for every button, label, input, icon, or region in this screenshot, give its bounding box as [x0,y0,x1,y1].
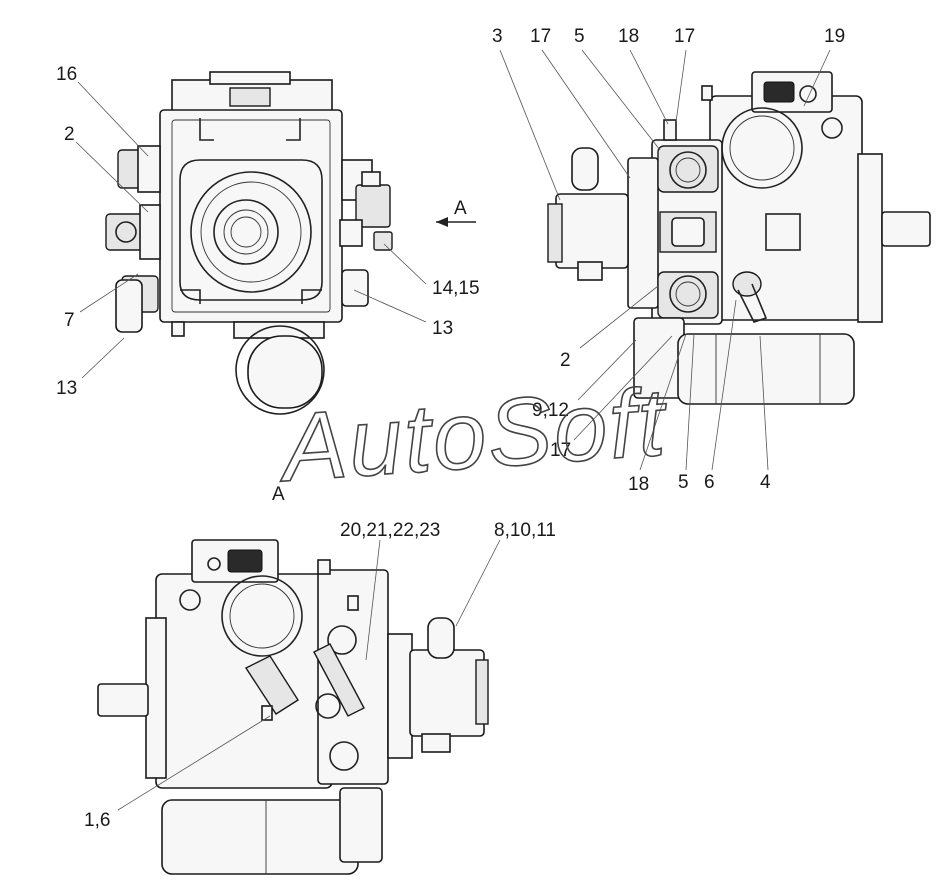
arrow-label: A [454,198,467,219]
callout-2-b: 2 [560,350,571,371]
callout-2: 2 [64,124,75,145]
callout-5-b: 5 [678,472,689,493]
callout-13-left: 13 [56,378,77,399]
callout-13-right: 13 [432,318,453,339]
callout-9-12: 9,12 [532,400,569,421]
side-view [547,71,931,405]
view-title: A [272,484,285,505]
callout-5-a: 5 [574,26,585,47]
callout-7: 7 [64,310,75,331]
callout-3: 3 [492,26,503,47]
callouts: 16 2 7 13 14,15 13 3 17 5 18 17 19 2 9,1… [56,26,845,831]
callout-17-b: 17 [674,26,695,47]
callout-17-c: 17 [550,440,571,461]
watermark: AutoSoft [274,368,671,502]
callout-17-a: 17 [530,26,551,47]
callout-20-23: 20,21,22,23 [340,520,440,541]
callout-14-15: 14,15 [432,278,480,299]
view-direction-arrow: A [436,198,476,227]
callout-19: 19 [824,26,845,47]
callout-4: 4 [760,472,771,493]
view-a [97,539,489,875]
callout-18-a: 18 [618,26,639,47]
callout-18-b: 18 [628,474,649,495]
callout-1-6: 1,6 [84,810,110,831]
callout-16: 16 [56,64,77,85]
leader-lines [75,49,831,811]
front-view [105,71,393,415]
callout-6: 6 [704,472,715,493]
callout-8-10-11: 8,10,11 [494,520,556,541]
